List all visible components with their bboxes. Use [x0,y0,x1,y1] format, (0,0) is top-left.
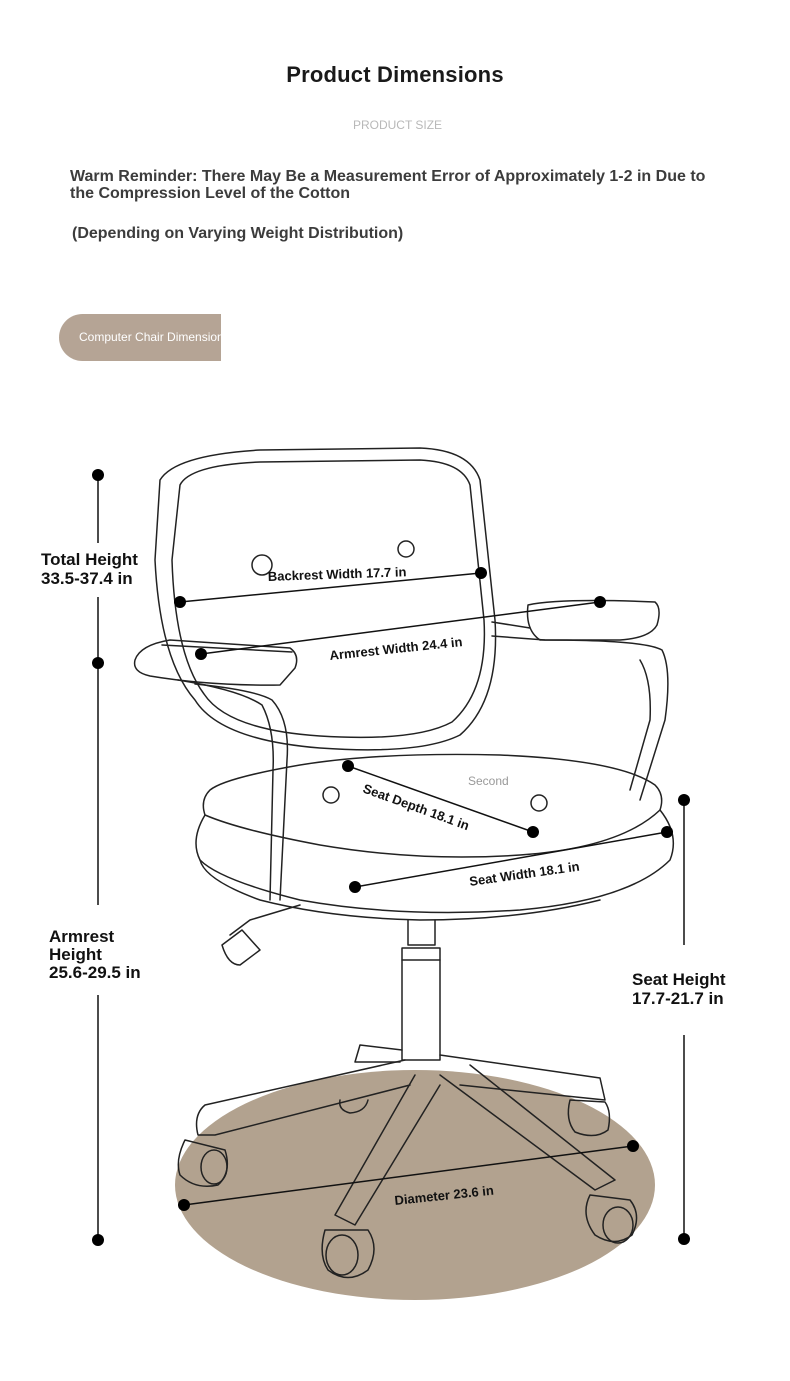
marker-dot [92,1234,104,1246]
marker-dot [678,794,690,806]
marker-dot [661,826,673,838]
base-leg-right [439,1054,606,1101]
armrest-width-label: Armrest Width 24.4 in [329,634,463,663]
caster-right-front [585,1194,638,1243]
seat-width-label: Seat Width 18.1 in [468,859,580,889]
left-armrest [133,639,298,686]
caster-right [567,1099,611,1137]
marker-dot [627,1140,639,1152]
base-leg-left [195,1059,411,1136]
total-height-label: Total Height 33.5-37.4 in [41,550,138,588]
base-leg-right-front [439,1064,616,1191]
page-title: Product Dimensions [286,62,504,87]
marker-dot [678,1233,690,1245]
base-shadow [175,1070,655,1300]
warm-reminder-text: Warm Reminder: There May Be a Measuremen… [70,168,706,202]
caster-front [321,1229,375,1279]
marker-dot [92,469,104,481]
page-subtitle: PRODUCT SIZE [352,118,443,132]
backrest-outline [154,447,497,751]
marker-dot [174,596,186,608]
watermark: Second [468,774,509,788]
marker-dot [475,567,487,579]
marker-dot [342,760,354,772]
backrest-width-label: Backrest Width 17.7 in [268,564,407,584]
armrest-height-label: Armrest Height 25.6-29.5 in [49,927,141,982]
marker-dot [92,657,104,669]
marker-dot [178,1199,190,1211]
marker-dot [349,881,361,893]
section-tab: Computer Chair Dimensions [59,314,221,361]
marker-dot [527,826,539,838]
marker-dot [195,648,207,660]
seat-depth-label: Seat Depth 18.1 in [361,781,471,833]
base-leg-front [334,1074,441,1226]
gas-cylinder [401,947,441,1061]
marker-dot [594,596,606,608]
recline-lever [221,929,261,966]
weight-distribution-note: (Depending on Varying Weight Distributio… [72,225,404,242]
section-tab-label: Computer Chair Dimensions [79,330,221,344]
caster-back [338,1099,369,1114]
base-leg-back-left [354,1044,403,1063]
right-armrest [526,599,660,641]
seat-height-label: Seat Height 17.7-21.7 in [632,970,726,1008]
